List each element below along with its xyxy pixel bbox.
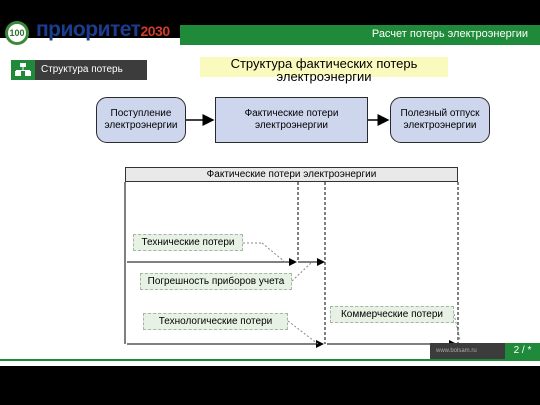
footer-url: www.bolsam.ru (436, 348, 477, 354)
brand-name: приоритет (36, 18, 141, 41)
footer-divider (0, 359, 540, 361)
section-label: Структура потерь (41, 64, 123, 75)
header-title: Расчет потерь электроэнергии (371, 28, 528, 40)
input-energy-box: Поступление электроэнергии (96, 97, 186, 143)
meter-error-label: Погрешность приборов учета (140, 273, 292, 290)
actual-losses-box: Фактические потери электроэнергии (215, 97, 368, 143)
section-bar: Структура потерь (35, 60, 147, 80)
hierarchy-icon (11, 60, 35, 80)
diagram-title: Структура фактических потерь электроэнер… (200, 57, 448, 83)
commercial-losses-label: Коммерческие потери (330, 306, 454, 323)
brand-logo: приоритет2030 (36, 18, 170, 42)
brand-badge: 100 (5, 21, 29, 45)
losses-header: Фактические потери электроэнергии (125, 167, 458, 182)
technical-losses-label: Технические потери (133, 234, 243, 251)
technological-losses-label: Технологические потери (143, 313, 288, 330)
page-number: 2 / * (505, 343, 540, 359)
brand-year: 2030 (140, 23, 170, 39)
useful-output-box: Полезный отпуск электроэнергии (390, 97, 490, 143)
header-bar: Расчет потерь электроэнергии (180, 25, 540, 45)
